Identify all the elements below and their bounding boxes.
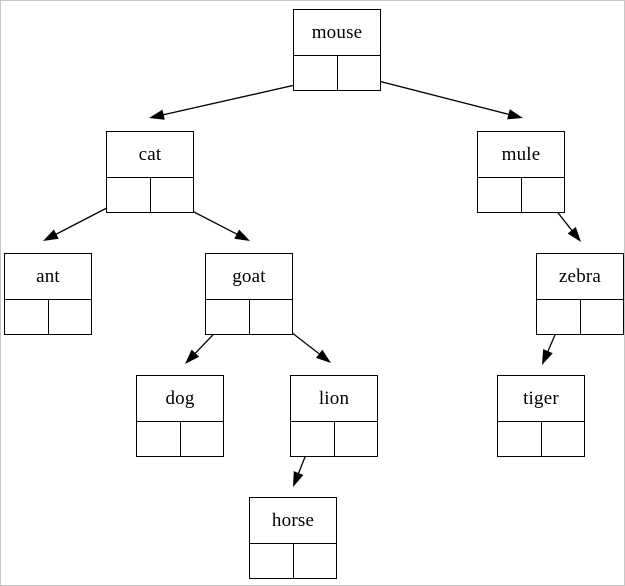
edge-arrowhead bbox=[567, 227, 581, 242]
node-label-cat: cat bbox=[107, 132, 193, 178]
node-label-zebra: zebra bbox=[537, 254, 623, 300]
node-label-goat: goat bbox=[206, 254, 292, 300]
right-pointer-cell-dog bbox=[181, 422, 224, 456]
node-pointer-cells-cat bbox=[107, 178, 193, 212]
node-pointer-cells-tiger bbox=[498, 422, 584, 456]
edge-arrowhead bbox=[185, 349, 200, 364]
node-pointer-cells-horse bbox=[250, 544, 336, 578]
node-label-lion: lion bbox=[291, 376, 377, 422]
right-pointer-cell-mouse bbox=[338, 56, 381, 90]
node-label-mouse: mouse bbox=[294, 10, 380, 56]
edge-arrowhead bbox=[293, 471, 304, 487]
right-pointer-cell-cat bbox=[151, 178, 194, 212]
tree-node-zebra: zebra bbox=[536, 253, 624, 335]
node-pointer-cells-dog bbox=[137, 422, 223, 456]
right-pointer-cell-goat bbox=[250, 300, 293, 334]
tree-node-mouse: mouse bbox=[293, 9, 381, 91]
left-pointer-cell-zebra bbox=[537, 300, 581, 334]
tree-node-goat: goat bbox=[205, 253, 293, 335]
tree-node-mule: mule bbox=[477, 131, 565, 213]
left-pointer-cell-ant bbox=[5, 300, 49, 334]
node-pointer-cells-mouse bbox=[294, 56, 380, 90]
node-label-tiger: tiger bbox=[498, 376, 584, 422]
node-label-horse: horse bbox=[250, 498, 336, 544]
right-pointer-cell-mule bbox=[522, 178, 565, 212]
left-pointer-cell-dog bbox=[137, 422, 181, 456]
tree-node-horse: horse bbox=[249, 497, 337, 579]
right-pointer-cell-tiger bbox=[542, 422, 585, 456]
node-pointer-cells-ant bbox=[5, 300, 91, 334]
right-pointer-cell-ant bbox=[49, 300, 92, 334]
left-pointer-cell-cat bbox=[107, 178, 151, 212]
tree-node-tiger: tiger bbox=[497, 375, 585, 457]
right-pointer-cell-horse bbox=[294, 544, 337, 578]
node-label-ant: ant bbox=[5, 254, 91, 300]
edge-arrowhead bbox=[43, 229, 59, 241]
tree-node-ant: ant bbox=[4, 253, 92, 335]
left-pointer-cell-goat bbox=[206, 300, 250, 334]
node-pointer-cells-lion bbox=[291, 422, 377, 456]
edge-arrowhead bbox=[315, 349, 331, 363]
node-pointer-cells-zebra bbox=[537, 300, 623, 334]
edge-arrowhead bbox=[234, 229, 250, 241]
tree-node-lion: lion bbox=[290, 375, 378, 457]
node-pointer-cells-goat bbox=[206, 300, 292, 334]
node-pointer-cells-mule bbox=[478, 178, 564, 212]
left-pointer-cell-lion bbox=[291, 422, 335, 456]
left-pointer-cell-horse bbox=[250, 544, 294, 578]
left-pointer-cell-mouse bbox=[294, 56, 338, 90]
node-label-mule: mule bbox=[478, 132, 564, 178]
right-pointer-cell-lion bbox=[335, 422, 378, 456]
tree-node-cat: cat bbox=[106, 131, 194, 213]
edge-arrowhead bbox=[149, 109, 165, 120]
edge-arrowhead bbox=[507, 109, 523, 120]
right-pointer-cell-zebra bbox=[581, 300, 624, 334]
left-pointer-cell-mule bbox=[478, 178, 522, 212]
edge-arrowhead bbox=[542, 349, 553, 365]
tree-node-dog: dog bbox=[136, 375, 224, 457]
node-label-dog: dog bbox=[137, 376, 223, 422]
left-pointer-cell-tiger bbox=[498, 422, 542, 456]
